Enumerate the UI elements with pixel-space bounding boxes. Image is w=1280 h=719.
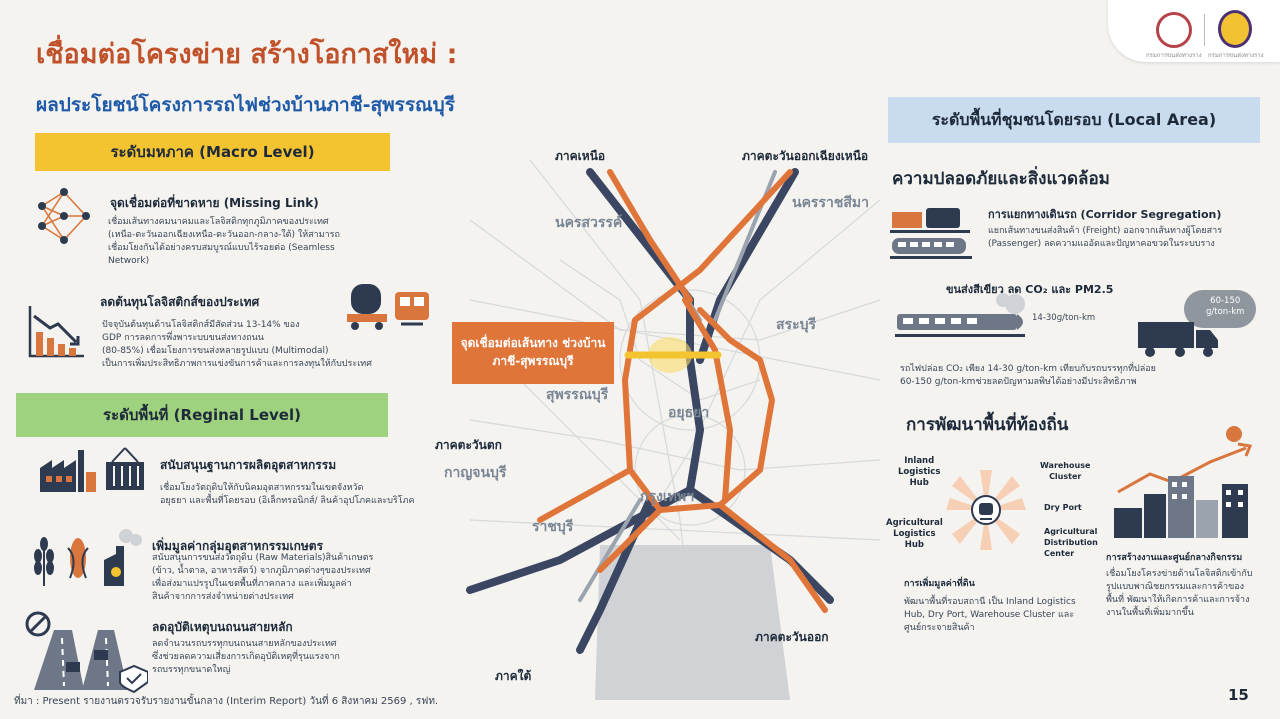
land-value-heading: การเพิ่มมูลค่าที่ดิน <box>904 579 975 589</box>
freight-train-icon <box>345 278 435 332</box>
land-value-text: พัฒนาพื้นที่รอบสถานี เป็น Inland Logisti… <box>904 597 1076 633</box>
logo-caption-left: กรมการขนส่งทางราง <box>1146 52 1202 59</box>
industrial-base-text: เชื่อมโยงวัตถุดิบให้กับนิคมอุตสาหกรรมในเ… <box>160 483 415 506</box>
truck-icon <box>1136 318 1220 358</box>
jobs-activity-heading: การสร้างงานและศูนย์กลางกิจกรรม <box>1106 553 1243 563</box>
electric-train-icon <box>895 292 1030 340</box>
corridor-segregation-text: แยกเส้นทางขนส่งสินค้า (Freight) ออกจากเส… <box>988 226 1223 249</box>
map-label-west: ภาคตะวันตก <box>435 438 502 452</box>
green-transport-text: รถไฟปล่อย CO₂ เพียง 14-30 g/ton-km เทียบ… <box>900 364 1156 387</box>
macro-level-band: ระดับมหภาค (Macro Level) <box>35 133 390 171</box>
local-area-band: ระดับพื้นที่ชุมชนโดยรอบ (Local Area) <box>888 97 1260 143</box>
map-label-east: ภาคตะวันออก <box>755 630 829 644</box>
map-label-northeast: ภาคตะวันออกเฉียงเหนือ <box>742 149 869 163</box>
railway-network-map <box>466 159 880 700</box>
local-development-heading: การพัฒนาพื้นที่ท้องถิ่น <box>906 415 1069 435</box>
orange-ring-line <box>622 169 793 513</box>
map-label-nakhon-ratchasima: นครราชสีมา <box>792 195 869 211</box>
logistics-cost-text: ปัจจุบันต้นทุนด้านโลจิสติกส์มีสัดส่วน 13… <box>102 320 372 369</box>
map-label-suphanburi: สุพรรณบุรี <box>546 387 609 403</box>
logo-caption-right: กรมการขนส่งทางราง <box>1208 52 1264 59</box>
factory-icon <box>38 446 96 494</box>
road-accident-text: ลดจำนวนรถบรรทุกบนถนนสายหลักของประเทศซึ่ง… <box>152 639 340 675</box>
orange-rail-lines <box>537 169 828 613</box>
map-label-kanchanaburi: กาญจนบุรี <box>444 465 507 481</box>
safety-environment-heading: ความปลอดภัยและสิ่งแวดล้อม <box>892 169 1110 189</box>
green-transport-heading: ขนส่งสีเขียว ลด CO₂ และ PM2.5 <box>946 283 1114 296</box>
cost-decline-chart-icon <box>26 302 88 362</box>
agriculture-icon <box>30 528 150 588</box>
orange-central-line <box>682 297 733 503</box>
industrial-base-heading: สนับสนุนฐานการผลิตอุตสาหกรรม <box>160 458 337 472</box>
map-label-nakhon-sawan: นครสวรรค์ <box>555 215 623 231</box>
missing-link-text: เชื่อมเส้นทางคมนาคมและโลจิสติกทุกภูมิภาค… <box>108 217 340 266</box>
page-number: 15 <box>1228 686 1249 704</box>
page-subtitle: ผลประโยชน์โครงการรถไฟช่วงบ้านภาชี-สุพรรณ… <box>36 94 455 116</box>
map-label-south: ภาคใต้ <box>495 669 532 683</box>
map-label-ratchaburi: ราชบุรี <box>532 519 574 535</box>
missing-link-heading: จุดเชื่อมต่อที่ขาดหาย (Missing Link) <box>110 196 319 210</box>
train-emission-value: 14-30g/ton-km <box>1032 313 1096 323</box>
corridor-segregation-heading: การแยกทางเดินรถ (Corridor Segregation) <box>988 208 1222 221</box>
road-accident-heading: ลดอุบัติเหตุบนถนนสายหลัก <box>152 620 293 634</box>
jobs-activity-text: เชื่อมโยงโครงข่ายด้านโลจิสติกเข้ากับรูปแ… <box>1106 569 1253 618</box>
road-safety-icon <box>24 610 148 694</box>
growth-buildings-icon <box>1110 424 1260 540</box>
logo-divider <box>1204 14 1205 46</box>
agro-industry-text: สนับสนุนการขนส่งวัตถุดิบ (Raw Materials)… <box>152 553 374 602</box>
container-crane-icon <box>102 446 148 494</box>
map-label-saraburi: สระบุรี <box>776 317 816 333</box>
orange-west-branch <box>537 467 633 523</box>
orange-east-branch <box>717 502 828 613</box>
regional-level-band: ระดับพื้นที่ (Reginal Level) <box>16 393 388 437</box>
truck-emission-cloud <box>1184 290 1256 328</box>
map-label-bangkok: กรุงเทพฯ <box>640 489 694 505</box>
map-label-ayutthaya: อยุธยา <box>668 405 710 421</box>
ministry-seal-logo <box>1218 10 1252 48</box>
dry-port-label: Dry Port <box>1044 503 1082 512</box>
freight-passenger-train-icon <box>888 204 978 262</box>
source-footnote: ที่มา : Present รายงานตรวจรับรายงานขั้นก… <box>14 696 439 707</box>
map-label-north: ภาคเหนือ <box>555 149 606 163</box>
agro-industry-heading: เพิ่มมูลค่ากลุ่มอุตสาหกรรมเกษตร <box>152 539 324 553</box>
gulf-of-thailand-area <box>595 545 790 700</box>
department-seal-logo <box>1156 12 1192 48</box>
logistics-cost-heading: ลดต้นทุนโลจิสติกส์ของประเทศ <box>100 295 260 309</box>
page-title: เชื่อมต่อโครงข่าย สร้างโอกาสใหม่ : <box>36 39 458 70</box>
network-icon <box>36 186 92 246</box>
missing-link-callout: จุดเชื่อมต่อเส้นทาง ช่วงบ้านภาชี-สุพรรณบ… <box>452 322 614 384</box>
logistics-hub-icon <box>942 466 1030 554</box>
orange-south-branch <box>597 507 663 573</box>
